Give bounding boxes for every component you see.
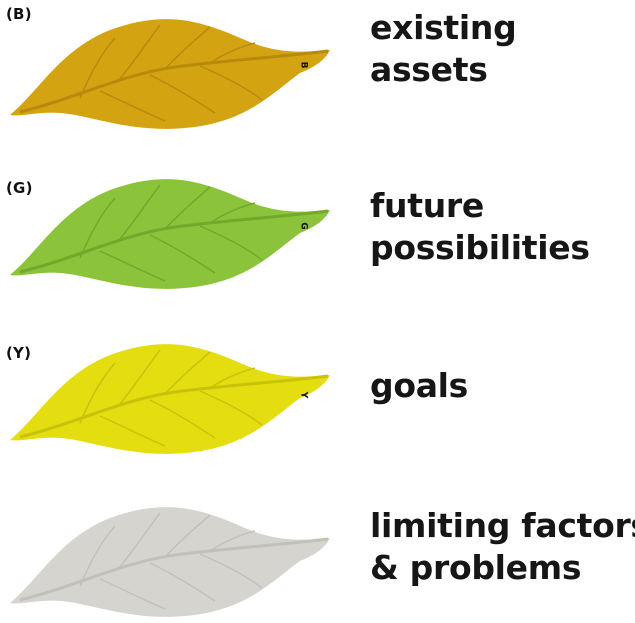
leaf-icon: Y [0,330,340,460]
leaf-letter: G [298,222,309,230]
tag-label: (B) [6,5,32,23]
caption-goals: goals [370,365,468,407]
legend-row-limiting-factors: limiting factors & problems [0,495,635,623]
leaf-icon: G [0,165,340,295]
caption-line: future [370,186,484,225]
leaf-icon: B [0,5,340,135]
caption-existing-assets: existing assets [370,7,517,91]
caption-line: assets [370,50,488,89]
caption-line: existing [370,8,517,47]
caption-line: & problems [370,548,582,587]
legend-row-future-possibilities: (G) G future possibilities [0,165,635,315]
tag-label: (G) [6,179,33,197]
leaf-letter: B [298,61,309,69]
caption-limiting-factors: limiting factors & problems [370,505,635,589]
caption-line: possibilities [370,228,590,267]
caption-future-possibilities: future possibilities [370,185,590,269]
leaf-letter: Y [298,391,309,399]
caption-line: goals [370,366,469,405]
legend-row-existing-assets: (B) B existing assets [0,5,635,155]
tag-label: (Y) [6,344,32,362]
leaf-icon [0,493,340,623]
legend-row-goals: (Y) Y goals [0,330,635,480]
caption-line: limiting factors [370,506,635,545]
